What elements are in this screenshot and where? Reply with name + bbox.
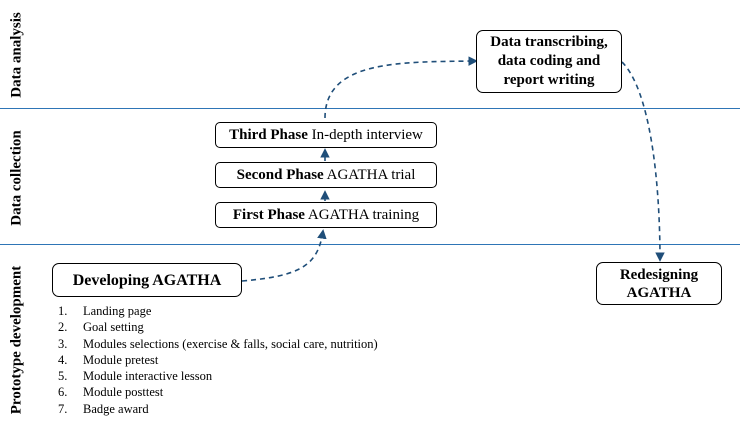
box-data-transcribing: Data transcribing, data coding and repor… xyxy=(476,30,622,93)
box-redesigning-agatha-label: Redesigning AGATHA xyxy=(619,266,699,301)
box-developing-agatha: Developing AGATHA xyxy=(52,263,242,297)
list-item: 3.Modules selections (exercise & falls, … xyxy=(58,336,378,351)
box-first-phase: First Phase AGATHA training xyxy=(215,202,437,228)
list-item: 2.Goal setting xyxy=(58,320,144,335)
list-item: 7.Badge award xyxy=(58,401,149,416)
first-phase-text: AGATHA training xyxy=(304,206,420,223)
list-item: 1.Landing page xyxy=(58,304,152,318)
box-second-phase: Second Phase AGATHA trial xyxy=(215,162,437,188)
list-item: 4.Module pretest xyxy=(58,352,159,367)
arrow-phase3-to-transcribing xyxy=(324,56,478,119)
lane-divider-top xyxy=(0,108,740,109)
third-phase-text: In-depth interview xyxy=(307,126,423,143)
box-data-transcribing-label: Data transcribing, data coding and repor… xyxy=(490,34,608,88)
arrow-developing-to-phase1 xyxy=(241,229,327,282)
lane-divider-bottom xyxy=(0,244,740,245)
box-redesigning-agatha: Redesigning AGATHA xyxy=(596,262,722,305)
second-phase-text: AGATHA trial xyxy=(323,166,416,183)
box-third-phase: Third Phase In-depth interview xyxy=(215,122,437,148)
second-phase-title: Second Phase xyxy=(236,166,324,183)
list-item: 5.Module interactive lesson xyxy=(58,369,213,384)
list-item: 6.Module posttest xyxy=(58,385,164,400)
third-phase-title: Third Phase xyxy=(229,126,308,143)
module-list: 1.Landing page 2.Goal setting 3.Modules … xyxy=(58,303,378,417)
box-developing-agatha-label: Developing AGATHA xyxy=(72,271,222,289)
arrow-transcribing-to-redesigning xyxy=(621,61,665,262)
first-phase-title: First Phase xyxy=(232,206,305,223)
